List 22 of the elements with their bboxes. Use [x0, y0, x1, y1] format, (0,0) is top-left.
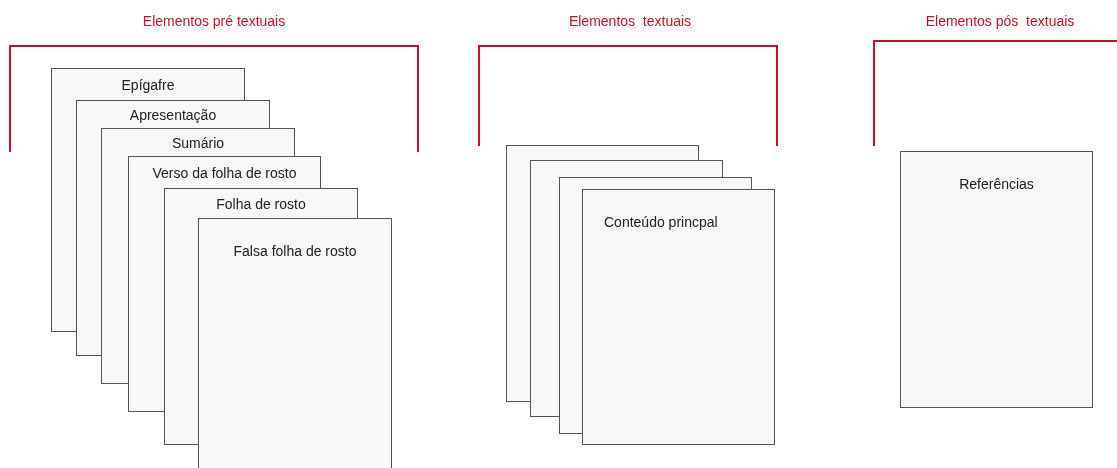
page-box	[101, 128, 295, 156]
page-title: Epígafre	[121, 75, 175, 94]
page-title: Verso da folha de rosto	[152, 163, 297, 182]
page-title: Folha de rosto	[216, 194, 306, 213]
page-title: Conteúdo princpal	[604, 213, 719, 231]
page-box	[582, 189, 775, 445]
page-box	[900, 151, 1093, 408]
page-title: Referências	[958, 175, 1035, 193]
page-box	[76, 100, 270, 128]
page-title: Apresentação	[129, 105, 217, 124]
section-heading: Elementos pós textuais	[925, 12, 1075, 30]
page-box	[198, 218, 392, 468]
page-title: Falsa folha de rosto	[232, 242, 358, 260]
section-heading: Elementos pré textuais	[142, 12, 286, 30]
page-box	[128, 156, 321, 188]
section-heading: Elementos textuais	[568, 12, 692, 30]
page-title: Sumário	[171, 133, 225, 152]
page-box	[559, 177, 752, 189]
page-box	[164, 188, 358, 218]
page-box	[51, 68, 245, 100]
page-box	[530, 160, 723, 177]
page-box	[506, 145, 699, 160]
